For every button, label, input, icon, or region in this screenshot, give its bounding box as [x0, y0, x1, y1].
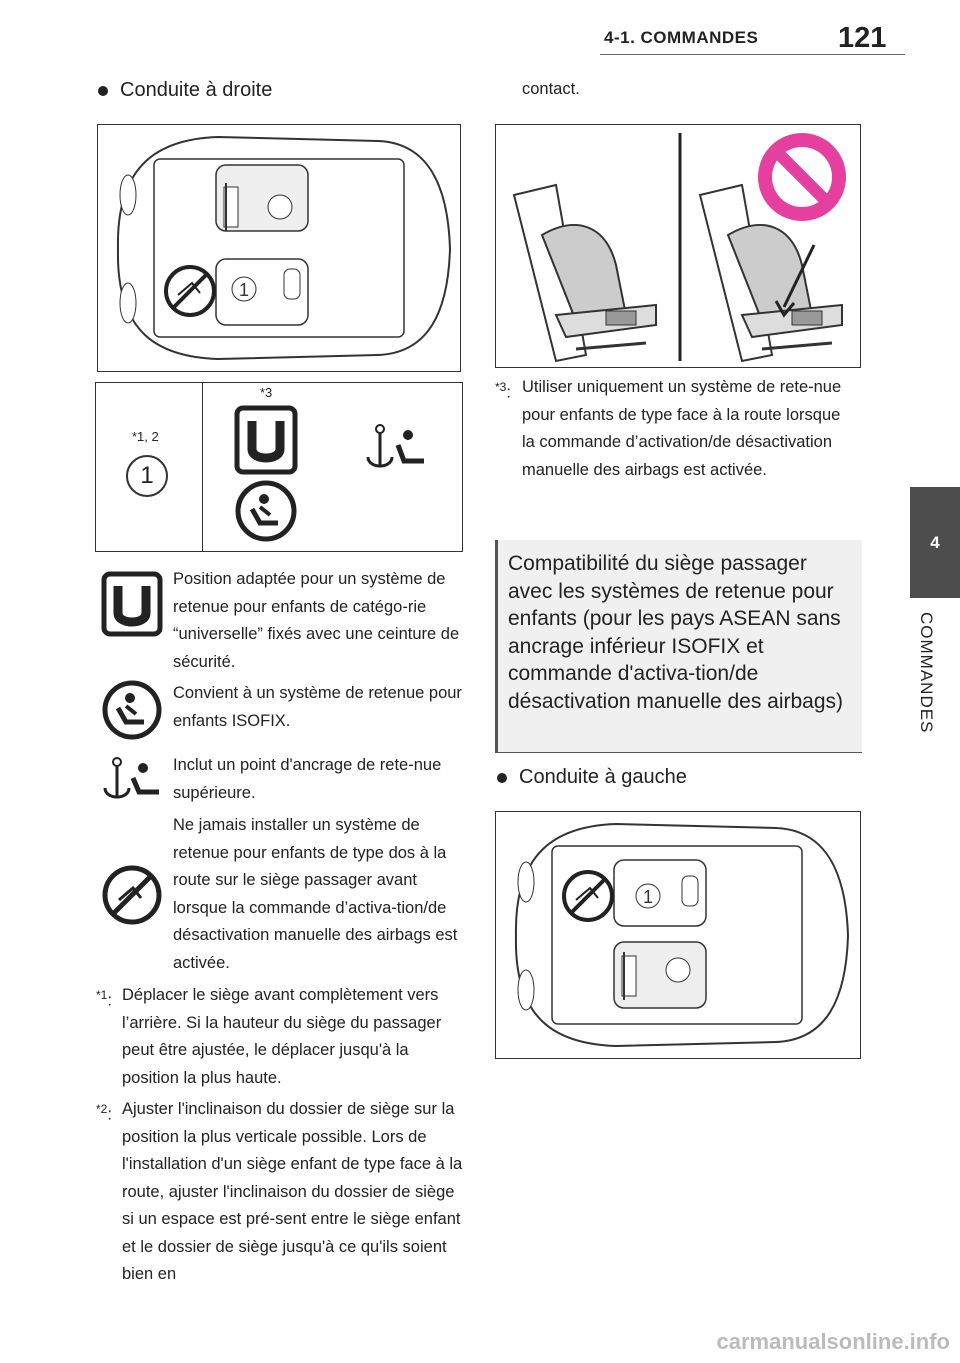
universal-u-icon [234, 405, 298, 475]
continued-text: contact. [522, 80, 580, 98]
seat-compat-table: *1, 2 1 *3 [95, 382, 463, 552]
prohibition-icon [758, 133, 846, 221]
legend-text-top-tether: Inclut un point d'ancrage de rete-nue su… [173, 756, 442, 802]
table-note-1-2: *1, 2 [132, 429, 159, 444]
car-diagram-left-drive: 1 [495, 811, 861, 1059]
forward-facing-seat-ok [512, 183, 657, 363]
note-2-text: Ajuster l'inclinaison du dossier de sièg… [122, 1100, 463, 1283]
bullet-left-drive-text: Conduite à gauche [519, 766, 687, 788]
legend-no-rear-facing-seat-icon [102, 865, 162, 925]
bullet-dot [98, 85, 108, 96]
seat-side-view-diagram [495, 124, 861, 368]
legend-text-universal: Position adaptée pour un système de rete… [173, 570, 460, 671]
bullet-right-drive: Conduite à droite [98, 79, 272, 102]
legend-top-tether-anchor-icon [103, 757, 159, 799]
car-diagram-right-drive: 1 [97, 124, 461, 372]
legend-item-universal: Position adaptée pour un système de rete… [173, 566, 465, 676]
table-note-3: *3 [260, 385, 273, 400]
legend-text-no-rear-facing: Ne jamais installer un système de retenu… [173, 816, 458, 972]
note-1: *1: Déplacer le siège avant complètement… [96, 982, 468, 1092]
note-3-text: Utiliser uniquement un système de rete-n… [522, 378, 842, 479]
compatibility-heading-text: Compatibilité du siège passager avec les… [508, 552, 844, 713]
bullet-right-drive-text: Conduite à droite [120, 79, 273, 101]
bullet-dot [497, 772, 507, 783]
no-rear-facing-seat-icon [562, 870, 614, 922]
car-topview-rhd: 1 [116, 135, 452, 361]
legend-item-top-tether: Inclut un point d'ancrage de rete-nue su… [173, 752, 465, 807]
note-3-mark: *3 [495, 380, 507, 394]
table-divider [202, 383, 203, 551]
legend-universal-u-icon [101, 571, 163, 637]
rear-facing-seat-prohibited [698, 183, 843, 363]
no-rear-facing-seat-icon [164, 265, 216, 317]
child-seat-icon [223, 183, 239, 231]
page-number: 121 [838, 22, 887, 54]
legend-text-isofix: Convient à un système de retenue pour en… [173, 684, 462, 730]
note-2: *2: Ajuster l'inclinaison du dossier de … [96, 1096, 468, 1289]
table-seat-number: 1 [126, 455, 168, 497]
seat-number-1-lhd: 1 [643, 887, 653, 907]
note-1-text: Déplacer le siège avant complètement ver… [122, 986, 442, 1087]
legend-item-no-rear-facing: Ne jamais installer un système de retenu… [173, 812, 465, 977]
child-seat-icon [621, 952, 637, 1000]
seat-comparison-illustration [512, 133, 846, 363]
car-topview-lhd: 1 [514, 822, 850, 1048]
chapter-label: COMMANDES [917, 612, 936, 734]
chapter-tab: 4 [910, 487, 960, 598]
seat-number-1: 1 [239, 280, 249, 300]
header-rule [600, 54, 905, 55]
watermark: carmanualsonline.info [716, 1329, 951, 1354]
note-2-mark: *2 [96, 1102, 108, 1116]
isofix-seat-icon [235, 480, 297, 542]
legend-isofix-seat-icon [102, 680, 162, 740]
section-title: 4-1. COMMANDES [604, 28, 759, 47]
note-1-mark: *1 [96, 988, 108, 1002]
bullet-left-drive: Conduite à gauche [497, 766, 687, 789]
legend-item-isofix: Convient à un système de retenue pour en… [173, 680, 465, 735]
note-3: *3: Utiliser uniquement un système de re… [495, 374, 855, 484]
compatibility-heading: Compatibilité du siège passager avec les… [495, 540, 862, 753]
top-tether-anchor-icon [366, 424, 424, 468]
